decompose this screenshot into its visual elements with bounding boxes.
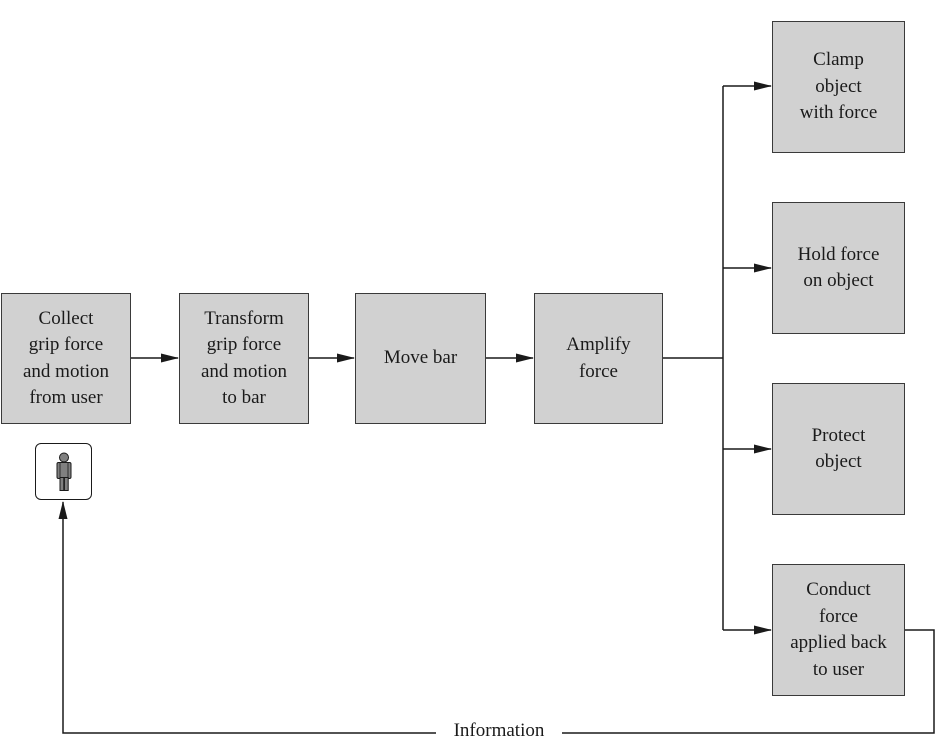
user-person-icon [56,452,72,491]
node-amplify-force: Amplify force [534,293,663,424]
node-clamp-label: Clamp object with force [799,49,878,124]
node-collect-grip-force: Collect grip force and motion from user [1,293,131,424]
feedback-loop-line [58,501,935,734]
node-move-bar-label: Move bar [383,347,458,369]
node-amplify-label: Amplify force [566,334,631,382]
node-transform-label: Transform grip force and motion to bar [200,307,288,409]
node-conduct-force: Conduct force applied back to user [772,564,905,696]
node-protect-object: Protect object [772,383,905,515]
feedback-information-label: Information [436,719,562,743]
node-hold-label: Hold force on object [797,243,880,292]
node-move-bar: Move bar [355,293,486,424]
node-hold-force: Hold force on object [772,202,905,334]
user-badge [35,443,92,500]
node-protect-label: Protect object [811,424,866,473]
node-transform-grip-force: Transform grip force and motion to bar [179,293,309,424]
node-clamp-object: Clamp object with force [772,21,905,153]
node-collect-label: Collect grip force and motion from user [22,307,110,409]
node-conduct-label: Conduct force applied back to user [790,579,887,680]
